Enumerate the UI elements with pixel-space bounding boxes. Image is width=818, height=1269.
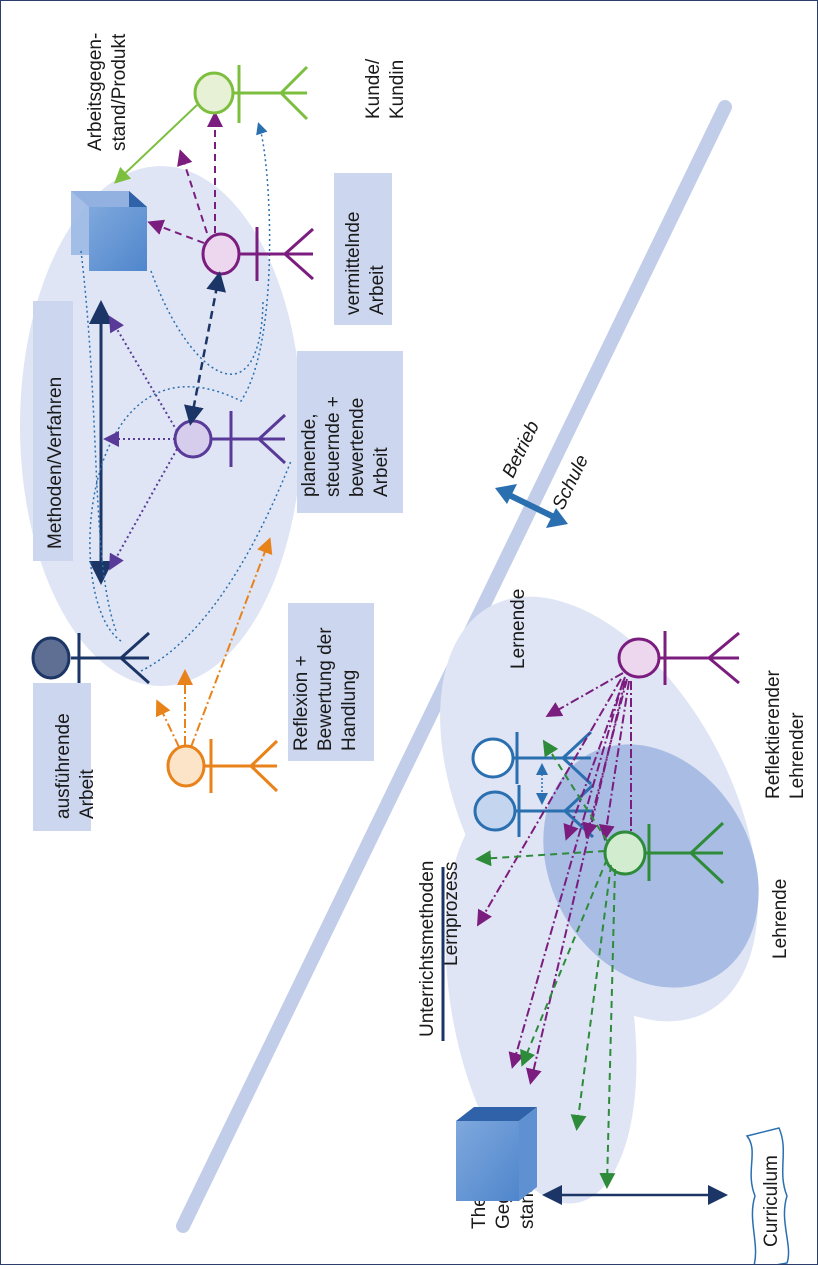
figure-reflexion [166, 739, 279, 793]
label-box-ausfuehrende: ausführende Arbeit [33, 683, 98, 831]
planende-arrows [103, 315, 178, 571]
vermittelnde-arrows [147, 111, 223, 244]
label-arbeitsgegenstand: Arbeitsgegen- stand/Produkt [85, 27, 130, 151]
figure-lehrende [603, 821, 725, 885]
reflektierender-arrows [476, 672, 639, 1085]
label-vermittelnde: vermittelnde Arbeit [343, 206, 388, 315]
feedback-curve-4 [80, 250, 117, 632]
label-lehrende: Lehrende [770, 879, 791, 959]
label-unterrichtsmethoden: Unterrichtsmethoden Lernprozess [417, 855, 462, 1037]
label-box-planende: planende, steuernde + bewertende Arbeit [297, 351, 403, 513]
label-planende: planende, steuernde + bewertende Arbeit [299, 391, 392, 497]
scroll-icon [745, 1127, 790, 1269]
feedback-curve-3 [140, 460, 292, 672]
label-box-reflexion: Reflexion + Bewertung der Handlung [288, 603, 374, 761]
label-lernende: Lernende [508, 589, 529, 669]
label-methoden: Methoden/Verfahren [45, 377, 66, 549]
lehrende-ellipse [543, 744, 759, 988]
figure-planende [173, 411, 287, 467]
cube-icon [71, 191, 147, 271]
label-reflektierender: Reflektierender Lehrender [763, 665, 808, 799]
kunde-cube-arrow [114, 104, 198, 184]
label-curriculum: Curriculum [761, 1155, 782, 1247]
label-betrieb: Betrieb [499, 418, 544, 481]
cube-icon [456, 1107, 537, 1201]
figure-kunde [193, 65, 309, 123]
figure-reflektierender [617, 631, 740, 685]
figure-lernende-2 [473, 783, 595, 839]
label-kunde: Kunde/ Kundin [363, 53, 408, 119]
figure-lernende-1 [471, 730, 593, 786]
lehrende-arrows [475, 739, 616, 1189]
label-reflexion: Reflexion + Bewertung der Handlung [291, 622, 360, 751]
label-box-methoden: Methoden/Verfahren [33, 301, 73, 561]
figure-ausfuehrende [31, 631, 150, 685]
planende-vermittelnde-arrow [184, 271, 226, 426]
label-ausfuehrende: ausführende Arbeit [53, 708, 98, 819]
reflexion-arrows [155, 537, 273, 748]
double-arrow-icon [495, 484, 568, 528]
label-box-vermittelnde: vermittelnde Arbeit [334, 173, 392, 325]
figure-vermittelnde [201, 227, 314, 281]
